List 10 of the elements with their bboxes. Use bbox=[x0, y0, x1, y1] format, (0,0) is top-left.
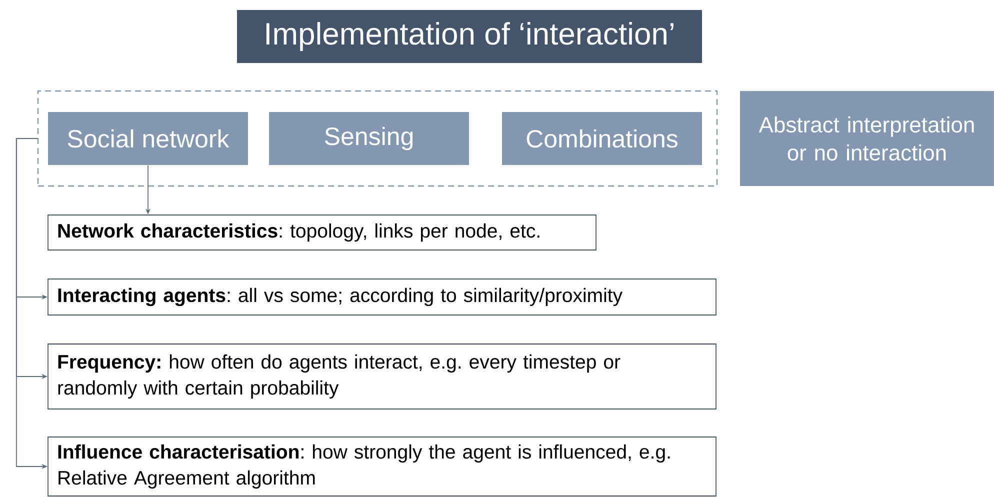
description-box: Interacting agents: all vs some; according to similarity/proximity bbox=[48, 278, 716, 316]
description-box: Network characteristics: topology, links per node, etc. bbox=[48, 214, 596, 250]
category-box: Social network bbox=[48, 112, 248, 165]
title-banner: Implementation of ‘interaction’ bbox=[237, 10, 702, 63]
category-box: Abstract interpretation or no interaction bbox=[740, 91, 994, 186]
dashed-group-box bbox=[37, 90, 718, 187]
category-box: Sensing bbox=[269, 112, 469, 165]
description-box: Frequency: how often do agents interact, e.g. every timestep or randomly with certain probability bbox=[48, 344, 716, 410]
description-box: Influence characterisation: how strongly the agent is influenced, e.g. Relative Agreement algorithm bbox=[48, 436, 716, 496]
category-box: Combinations bbox=[502, 112, 702, 165]
